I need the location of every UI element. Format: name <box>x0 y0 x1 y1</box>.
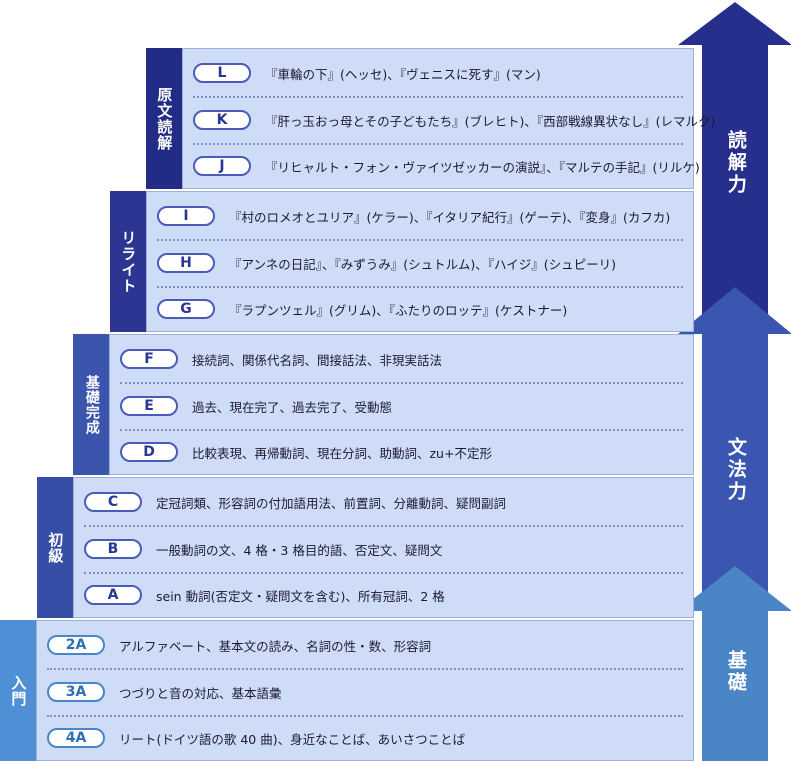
divider <box>157 239 683 241</box>
level-row-C: C 定冠詞類、形容詞の付加語用法、前置詞、分離動詞、疑問副詞 <box>74 481 693 523</box>
tier-label-elementary: 初級 <box>37 477 73 618</box>
level-row-K: K 『肝っ玉おっ母とその子どもたち』(ブレヒト)、『西部戦線異状なし』(レマルク… <box>183 99 715 141</box>
level-description: 『肝っ玉おっ母とその子どもたち』(ブレヒト)、『西部戦線異状なし』(レマルク) <box>265 113 716 129</box>
level-row-B: B 一般動詞の文、4 格・3 格目的語、否定文、疑問文 <box>74 528 693 570</box>
level-description: 過去、現在完了、過去完了、受動態 <box>192 399 393 415</box>
level-row-D: D 比較表現、再帰動詞、現在分詞、助動詞、zu+不定形 <box>110 431 693 473</box>
tier-elementary: 初級 C 定冠詞類、形容詞の付加語用法、前置詞、分離動詞、疑問副詞 B 一般動詞… <box>37 477 694 618</box>
tier-basic: 基礎完成 F 接続詞、関係代名詞、間接話法、非現実話法 E 過去、現在完了、過去… <box>73 334 694 475</box>
level-badge-E: E <box>120 396 178 416</box>
tier-label-original: 原文読解 <box>146 48 182 189</box>
level-badge-I: I <box>157 206 215 226</box>
level-description: 『村のロメオとユリア』(ケラー)、『イタリア紀行』(ゲーテ)、『変身』(カフカ) <box>229 209 671 225</box>
divider <box>120 429 683 431</box>
tier-body-elementary: C 定冠詞類、形容詞の付加語用法、前置詞、分離動詞、疑問副詞 B 一般動詞の文、… <box>73 477 694 618</box>
arrow-middle <box>678 287 791 614</box>
level-row-L: L 『車輪の下』(ヘッセ)、『ヴェニスに死す』(マン) <box>183 52 693 94</box>
level-row-2A: 2A アルファベート、基本文の読み、名詞の性・数、形容詞 <box>37 624 693 666</box>
level-row-F: F 接続詞、関係代名詞、間接話法、非現実話法 <box>110 338 693 380</box>
level-row-A: A sein 動詞(否定文・疑問文を含む)、所有冠詞、2 格 <box>74 574 693 616</box>
level-description: 『アンネの日記』、『みずうみ』(シュトルム)、『ハイジ』(シュピーリ) <box>229 256 617 272</box>
tier-label-intro: 入門 <box>0 620 36 761</box>
tier-original: 原文読解 L 『車輪の下』(ヘッセ)、『ヴェニスに死す』(マン) K 『肝っ玉お… <box>146 48 715 189</box>
level-description: リート(ドイツ語の歌 40 曲)、身近なことば、あいさつことば <box>119 731 466 747</box>
tier-body-rewrite: I 『村のロメオとユリア』(ケラー)、『イタリア紀行』(ゲーテ)、『変身』(カフ… <box>146 191 694 332</box>
divider <box>193 143 683 145</box>
level-description: つづりと音の対応、基本語彙 <box>119 685 282 701</box>
divider <box>47 715 683 717</box>
arrow-label-basics: 基礎 <box>724 650 747 694</box>
level-badge-F: F <box>120 349 178 369</box>
level-badge-G: G <box>157 299 215 319</box>
level-badge-B: B <box>84 539 142 559</box>
level-badge-J: J <box>193 156 251 176</box>
level-description: アルファベート、基本文の読み、名詞の性・数、形容詞 <box>119 638 432 654</box>
level-description: 『車輪の下』(ヘッセ)、『ヴェニスに死す』(マン) <box>265 66 541 82</box>
level-badge-D: D <box>120 442 178 462</box>
arrow-bottom <box>678 566 791 761</box>
level-badge-C: C <box>84 492 142 512</box>
level-description: 定冠詞類、形容詞の付加語用法、前置詞、分離動詞、疑問副詞 <box>156 495 507 511</box>
tier-label-basic: 基礎完成 <box>73 334 109 475</box>
arrow-label-reading: 読解力 <box>724 130 747 196</box>
tier-body-intro: 2A アルファベート、基本文の読み、名詞の性・数、形容詞 3A つづりと音の対応… <box>36 620 694 761</box>
level-badge-A: A <box>84 585 142 605</box>
level-row-J: J 『リヒャルト・フォン・ヴァイツゼッカーの演説』、『マルテの手記』(リルケ) <box>183 145 700 187</box>
tier-label-rewrite: リライト <box>110 191 146 332</box>
level-row-E: E 過去、現在完了、過去完了、受動態 <box>110 385 693 427</box>
tier-intro: 入門 2A アルファベート、基本文の読み、名詞の性・数、形容詞 3A つづりと音… <box>0 620 694 761</box>
level-badge-H: H <box>157 253 215 273</box>
level-badge-L: L <box>193 63 251 83</box>
level-row-G: G 『ラプンツェル』(グリム)、『ふたりのロッテ』(ケストナー) <box>147 288 693 330</box>
level-row-3A: 3A つづりと音の対応、基本語彙 <box>37 671 693 713</box>
level-description: 『ラプンツェル』(グリム)、『ふたりのロッテ』(ケストナー) <box>229 302 568 318</box>
level-description: 『リヒャルト・フォン・ヴァイツゼッカーの演説』、『マルテの手記』(リルケ) <box>265 159 700 175</box>
level-badge-2A: 2A <box>47 635 105 655</box>
divider <box>47 668 683 670</box>
level-badge-K: K <box>193 110 251 130</box>
level-description: 接続詞、関係代名詞、間接話法、非現実話法 <box>192 352 443 368</box>
arrow-top <box>678 2 791 341</box>
level-description: 比較表現、再帰動詞、現在分詞、助動詞、zu+不定形 <box>192 445 492 461</box>
tier-body-basic: F 接続詞、関係代名詞、間接話法、非現実話法 E 過去、現在完了、過去完了、受動… <box>109 334 694 475</box>
divider <box>84 572 683 574</box>
level-description: 一般動詞の文、4 格・3 格目的語、否定文、疑問文 <box>156 542 443 558</box>
divider <box>84 525 683 527</box>
divider <box>157 286 683 288</box>
level-badge-4A: 4A <box>47 728 105 748</box>
tier-rewrite: リライト I 『村のロメオとユリア』(ケラー)、『イタリア紀行』(ゲーテ)、『変… <box>110 191 694 332</box>
divider <box>120 382 683 384</box>
divider <box>193 96 683 98</box>
level-row-H: H 『アンネの日記』、『みずうみ』(シュトルム)、『ハイジ』(シュピーリ) <box>147 242 693 284</box>
arrow-label-grammar: 文法力 <box>724 437 747 503</box>
tier-body-original: L 『車輪の下』(ヘッセ)、『ヴェニスに死す』(マン) K 『肝っ玉おっ母とその… <box>182 48 715 189</box>
level-row-4A: 4A リート(ドイツ語の歌 40 曲)、身近なことば、あいさつことば <box>37 717 693 759</box>
level-badge-3A: 3A <box>47 682 105 702</box>
level-description: sein 動詞(否定文・疑問文を含む)、所有冠詞、2 格 <box>156 588 445 604</box>
level-row-I: I 『村のロメオとユリア』(ケラー)、『イタリア紀行』(ゲーテ)、『変身』(カフ… <box>147 195 693 237</box>
